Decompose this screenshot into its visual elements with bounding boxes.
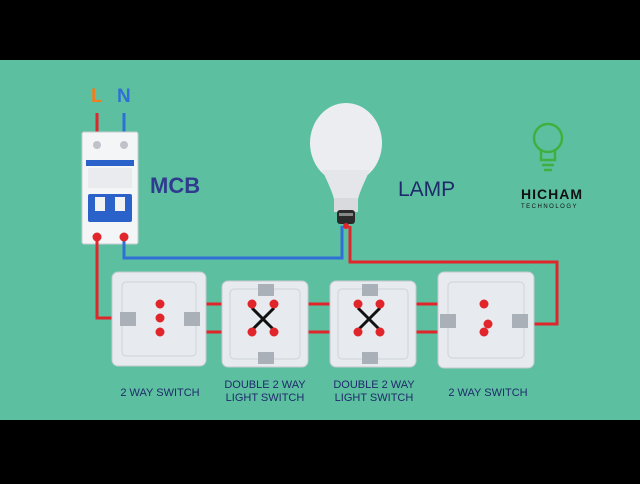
mcb-line-terminal [92, 232, 102, 242]
brand-name: HICHAM [521, 186, 583, 202]
bulb-logo-icon [532, 122, 564, 172]
mcb-label: MCB [150, 173, 201, 198]
neutral-label: N [117, 86, 131, 107]
switch1-label: 2 WAY SWITCH [120, 387, 200, 399]
switch2-label: DOUBLE 2 WAY LIGHT SWITCH [218, 379, 312, 405]
neutral-wire-to-lamp [122, 226, 344, 260]
double-two-way-switch-1 [221, 280, 309, 368]
two-way-switch-right [437, 271, 535, 369]
switch3-label-line1: DOUBLE 2 WAY [333, 379, 415, 391]
switch2-label-line1: DOUBLE 2 WAY [224, 379, 306, 391]
switch3-label: DOUBLE 2 WAY LIGHT SWITCH [327, 379, 421, 405]
line-label: L [91, 86, 103, 107]
mcb-breaker [81, 131, 139, 245]
switch3-label-line2: LIGHT SWITCH [334, 392, 414, 404]
two-way-switch-left [111, 271, 207, 367]
double-two-way-switch-2 [329, 280, 417, 368]
lamp-label: LAMP [398, 178, 456, 201]
switch4-label: 2 WAY SWITCH [448, 387, 528, 399]
switch2-label-line2: LIGHT SWITCH [225, 392, 305, 404]
mcb-neutral-terminal [119, 232, 129, 242]
brand-subtitle: TECHNOLOGY [521, 204, 579, 210]
lamp-bulb [310, 103, 382, 229]
